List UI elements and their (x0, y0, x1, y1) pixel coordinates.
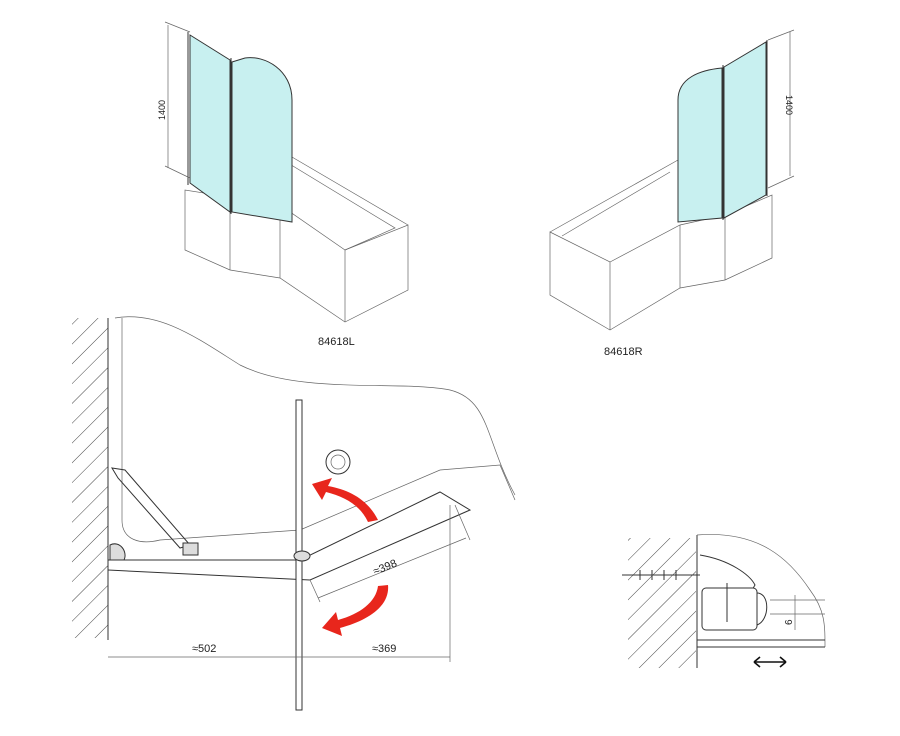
swing-arrow-lower-icon (322, 585, 389, 636)
right-height-dimension: 1400 (784, 95, 794, 115)
right-model-view: 1400 84618R (549, 29, 795, 358)
plan-view: ≈398 ≈502 ≈369 (72, 316, 516, 711)
left-model-view: 1400 84618L (157, 21, 409, 348)
left-height-dimension: 1400 (157, 100, 167, 120)
panel-width-dimension: ≈398 (372, 558, 399, 578)
gap-dimension: 6 (784, 619, 795, 625)
left-model-label: 84618L (318, 336, 355, 348)
right-model-label: 84618R (604, 346, 643, 358)
adjustment-arrow-icon (753, 656, 787, 668)
swing-arrow-upper-icon (312, 478, 378, 522)
left-width-dimension: ≈502 (192, 643, 216, 655)
wall-profile-detail: 6 (622, 534, 826, 668)
right-width-dimension: ≈369 (372, 643, 396, 655)
